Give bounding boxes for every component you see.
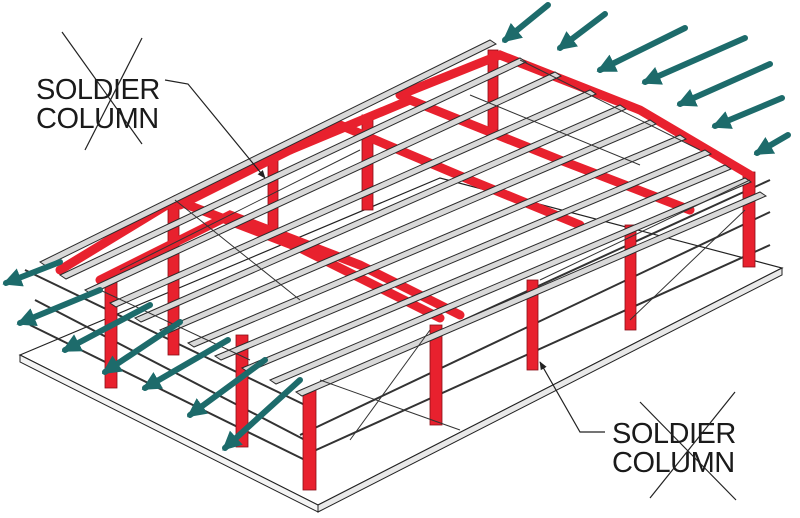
wind-arrow-icon: [596, 25, 688, 73]
x-bracing: [99, 59, 751, 441]
leader-arrow-icon: [539, 361, 605, 433]
foundation-slab: [18, 177, 784, 513]
callout-line-1: SOLDIER: [36, 74, 160, 106]
wind-arrow-icon: [556, 11, 608, 51]
wind-arrow-icon: [2, 259, 63, 287]
callout-line-2: COLUMN: [36, 103, 159, 135]
wind-arrows-bottom: [2, 259, 303, 451]
wind-arrow-icon: [141, 337, 231, 391]
wind-arrow-icon: [222, 377, 303, 451]
wind-arrow-icon: [16, 287, 103, 327]
callout-line-2: COLUMN: [612, 447, 735, 479]
leader-arrow-icon: [164, 79, 266, 179]
wind-arrow-icon: [753, 132, 791, 156]
wind-arrow-icon: [61, 302, 153, 353]
wind-arrows-top: [502, 2, 791, 156]
callout-line-1: SOLDIER: [612, 418, 736, 450]
wind-arrow-icon: [186, 357, 268, 418]
callout-top-left: SOLDIER COLUMN: [36, 31, 266, 179]
wind-arrow-icon: [101, 319, 183, 375]
cross-out-icon: [84, 37, 143, 151]
wind-arrow-icon: [502, 2, 551, 43]
callout-bottom-right: SOLDIER COLUMN: [539, 361, 737, 501]
cross-out-icon: [61, 31, 143, 145]
wind-arrow-icon: [711, 95, 785, 129]
wind-arrow-icon: [641, 35, 748, 85]
roof-purlins: [39, 39, 768, 397]
wind-arrow-icon: [676, 61, 773, 107]
cross-out-icon: [649, 391, 736, 499]
